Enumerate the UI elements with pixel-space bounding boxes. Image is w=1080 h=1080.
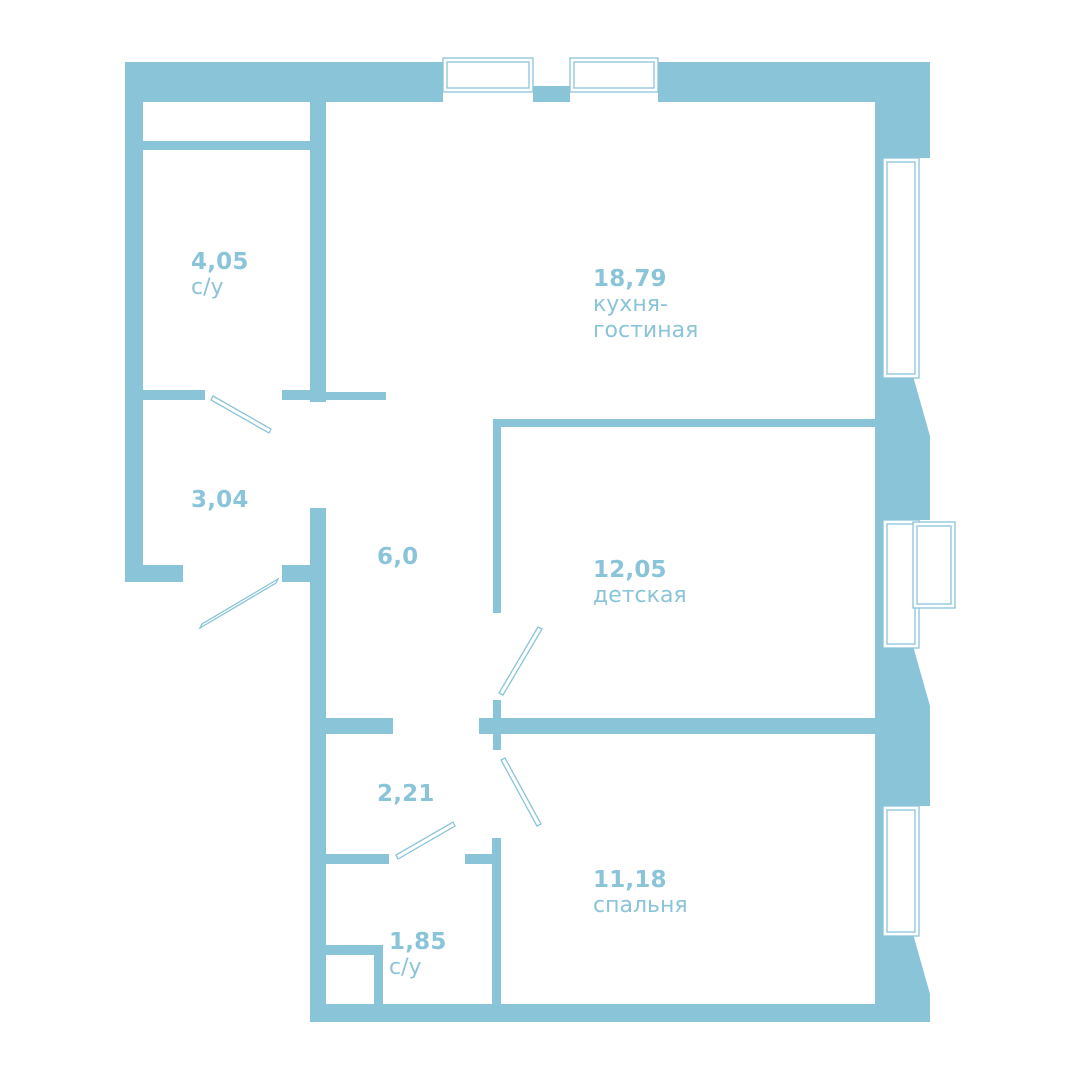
wall-left-bottom-stub [125,565,183,582]
wall-corridor-bottom-right [465,854,501,864]
room-area: 18,79 [593,266,667,292]
room-name: детская [593,583,687,609]
wall-right-2 [875,520,885,648]
wall-entry-right-stub [282,565,310,582]
room-area: 12,05 [593,557,667,583]
wall-kids-bedroom [493,718,875,734]
wall-right-pier-2 [875,646,930,806]
wall-kitchen-kids [493,419,875,427]
room-area: 6,0 [377,544,419,570]
door-closet [395,821,456,860]
room-label-corridor: 2,21 [377,781,435,807]
window-top-2-pane [573,61,655,89]
wall-right-pier-1 [875,376,930,520]
wall-closet-right [374,945,383,1005]
wall-left-lower [310,508,326,1022]
window-right-3-pane [886,809,916,933]
room-label-hall: 6,0 [377,544,418,570]
room-area: 4,05 [191,249,249,275]
window-right-2-sash-pane [916,525,952,605]
room-name: с/у [389,955,422,981]
wall-left-upper [125,62,143,582]
room-area: 3,04 [191,487,249,513]
wall-hall-corridor [326,718,393,734]
room-label-kitchen-living: 18,79 кухня-гостиная [593,266,743,343]
wall-kids-left [493,419,501,613]
door-bath1 [210,395,272,434]
wall-bath1-bottom-left [143,390,205,400]
wall-cross-horizontal [479,718,501,734]
room-area: 2,21 [377,781,435,807]
door-entrance [198,577,280,630]
walls [125,62,930,1022]
room-label-entry: 3,04 [191,487,249,513]
wall-right-1 [875,158,885,378]
wall-corridor-bottom-left [326,854,389,864]
window-right-1-pane [886,161,916,375]
room-label-bathroom-2: 1,85 с/у [389,929,447,981]
wall-top-left [125,62,443,102]
wall-bedroom-left [492,838,501,1004]
room-name: спальня [593,893,688,919]
wall-kitchen-bottom-stub [326,392,386,400]
windows [442,57,956,937]
window-right-2-pane [886,523,916,645]
wall-closet-top [326,945,383,955]
wall-bottom [310,1004,930,1022]
room-label-kids-room: 12,05 детская [593,557,687,609]
wall-top-middle [533,86,570,102]
room-label-bedroom: 11,18 спальня [593,867,688,919]
wall-right-top [875,62,930,158]
doors [198,395,543,860]
room-area: 1,85 [389,929,447,955]
door-bedroom [500,757,542,827]
room-name: кухня-гостиная [593,292,699,343]
wall-bath1-bottom-right [282,390,310,400]
room-label-bathroom-1: 4,05 с/у [191,249,249,301]
wall-right-3 [875,806,885,936]
room-name: с/у [191,275,224,301]
wall-bath1-right [310,102,326,402]
wall-right-pier-3 [875,934,930,1022]
window-top-1-pane [446,61,530,89]
wall-bath1-top [143,141,310,150]
room-area: 11,18 [593,867,667,893]
door-kids [498,626,543,696]
